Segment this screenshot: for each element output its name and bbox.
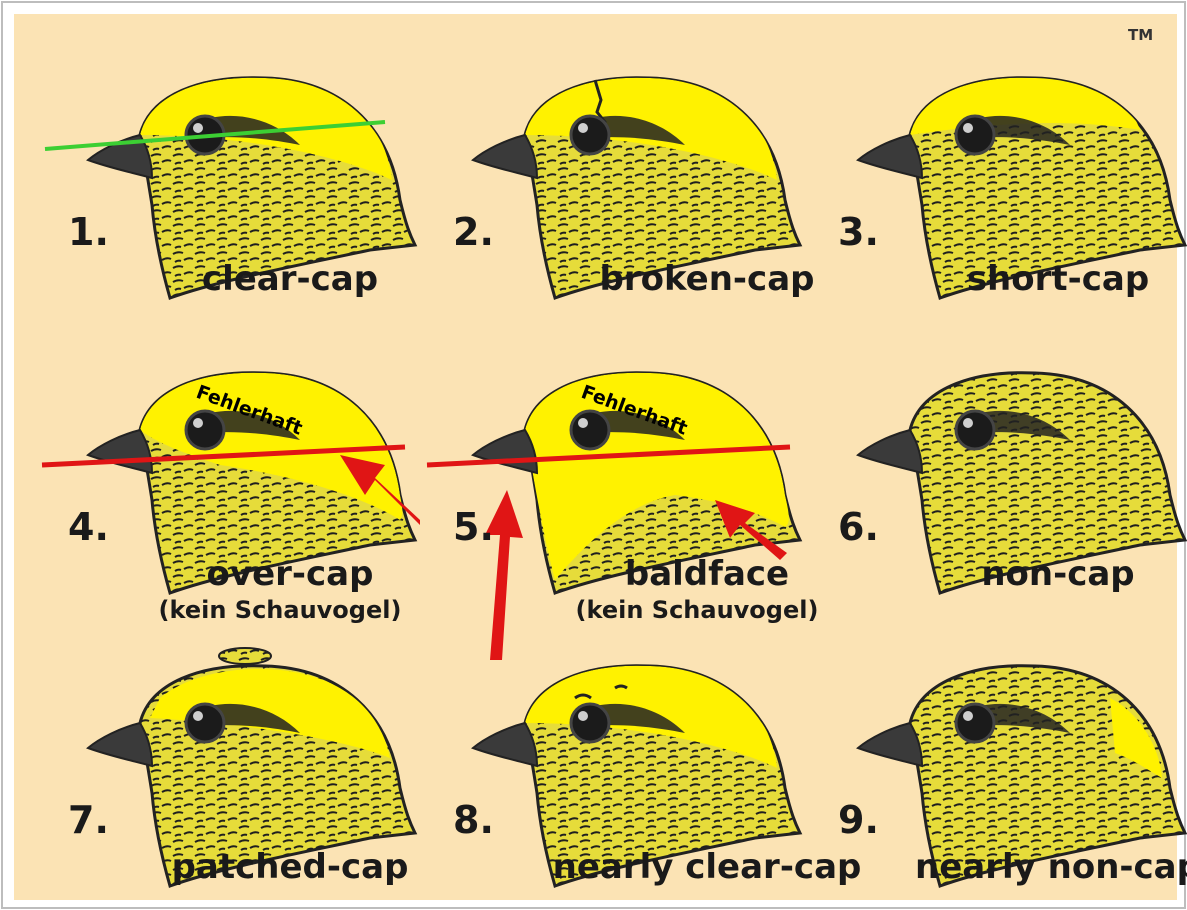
head-number-4: 4.: [68, 505, 109, 549]
eye: [186, 411, 224, 449]
eye-highlight: [578, 418, 588, 428]
eye: [956, 411, 994, 449]
head-note-4: (kein Schauvogel): [159, 596, 402, 624]
eye-highlight: [963, 418, 973, 428]
head-number-1: 1.: [68, 210, 109, 254]
cap-patch: [219, 648, 271, 664]
head-name-4: over-cap: [207, 554, 374, 594]
head-name-9: nearly non-cap: [915, 847, 1187, 887]
head-number-2: 2.: [453, 210, 494, 254]
eye: [571, 116, 609, 154]
eye-highlight: [193, 711, 203, 721]
trademark-label: TM: [1128, 26, 1153, 44]
head-name-6: non-cap: [981, 554, 1134, 594]
eye-highlight: [193, 418, 203, 428]
head-name-5: baldface: [625, 554, 789, 594]
head-number-8: 8.: [453, 798, 494, 842]
eye-highlight: [963, 123, 973, 133]
heads-layer: FehlerhaftFehlerhaft: [42, 78, 1185, 886]
eye: [571, 411, 609, 449]
eye: [571, 704, 609, 742]
eye-highlight: [963, 711, 973, 721]
eye: [186, 704, 224, 742]
head-number-9: 9.: [838, 798, 879, 842]
eye: [956, 116, 994, 154]
head-name-3: short-cap: [967, 259, 1149, 299]
eye-highlight: [193, 123, 203, 133]
head-number-6: 6.: [838, 505, 879, 549]
head-number-5: 5.: [453, 505, 494, 549]
head-name-7: patched-cap: [172, 847, 409, 887]
head-name-2: broken-cap: [600, 259, 815, 299]
eye-highlight: [578, 123, 588, 133]
head-name-1: clear-cap: [202, 259, 378, 299]
head-name-8: nearly clear-cap: [553, 847, 862, 887]
head-number-7: 7.: [68, 798, 109, 842]
head-note-5: (kein Schauvogel): [576, 596, 819, 624]
head-number-3: 3.: [838, 210, 879, 254]
eye: [956, 704, 994, 742]
eye-highlight: [578, 711, 588, 721]
